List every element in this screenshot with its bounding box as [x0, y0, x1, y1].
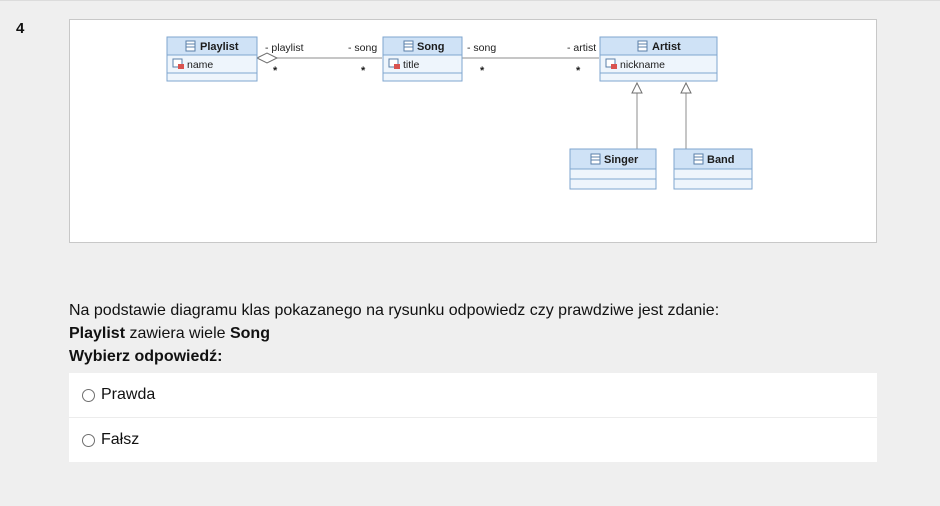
aggregation-diamond-icon — [255, 52, 279, 64]
question-statement: Playlist zawiera wiele Song — [69, 322, 879, 345]
class-attribute: nickname — [620, 59, 665, 71]
class-icon — [185, 40, 196, 52]
class-artist: Artist nickname — [599, 36, 718, 82]
role-label: - artist — [567, 42, 596, 54]
question-text: Na podstawie diagramu klas pokazanego na… — [69, 299, 879, 368]
choose-answer-label: Wybierz odpowiedź: — [69, 348, 223, 365]
multiplicity-label: * — [273, 65, 278, 77]
answer-option-false[interactable]: Fałsz — [69, 417, 877, 462]
role-label: - song — [348, 42, 377, 54]
private-field-icon — [388, 58, 400, 69]
class-icon — [693, 153, 704, 165]
inheritance-arrow-icon — [631, 81, 643, 94]
question-prompt: Na podstawie diagramu klas pokazanego na… — [69, 302, 720, 319]
role-label: - playlist — [265, 42, 304, 54]
role-label: - song — [467, 42, 496, 54]
answer-label: Prawda — [101, 386, 156, 403]
multiplicity-label: * — [361, 65, 366, 77]
statement-object: Song — [229, 325, 270, 342]
class-name: Song — [417, 41, 445, 53]
class-name: Band — [707, 154, 735, 166]
answer-option-true[interactable]: Prawda — [69, 373, 877, 417]
top-divider — [0, 0, 940, 1]
private-field-icon — [172, 58, 184, 69]
class-icon — [637, 40, 648, 52]
class-diagram: - playlist - song - song - artist * * * … — [69, 19, 877, 243]
class-name: Playlist — [200, 41, 239, 53]
radio-button[interactable] — [82, 388, 95, 402]
class-song: Song title — [382, 36, 463, 82]
class-diagram-svg: - playlist - song - song - artist * * * … — [166, 36, 753, 190]
answer-label: Fałsz — [101, 431, 140, 448]
class-attribute: title — [403, 59, 420, 71]
multiplicity-label: * — [480, 65, 485, 77]
class-band: Band — [673, 148, 753, 190]
statement-middle: zawiera wiele — [125, 325, 230, 342]
private-field-icon — [605, 58, 617, 69]
question-number: 4 — [16, 20, 25, 37]
radio-button[interactable] — [82, 433, 95, 447]
class-attribute: name — [187, 59, 213, 71]
class-icon — [590, 153, 601, 165]
class-name: Artist — [652, 41, 681, 53]
statement-subject: Playlist — [69, 325, 126, 342]
class-playlist: Playlist name — [166, 36, 258, 82]
class-name: Singer — [604, 154, 639, 166]
inheritance-arrow-icon — [680, 81, 692, 94]
multiplicity-label: * — [576, 65, 581, 77]
class-icon — [403, 40, 414, 52]
answer-options: Prawda Fałsz — [69, 373, 877, 462]
class-singer: Singer — [569, 148, 657, 190]
